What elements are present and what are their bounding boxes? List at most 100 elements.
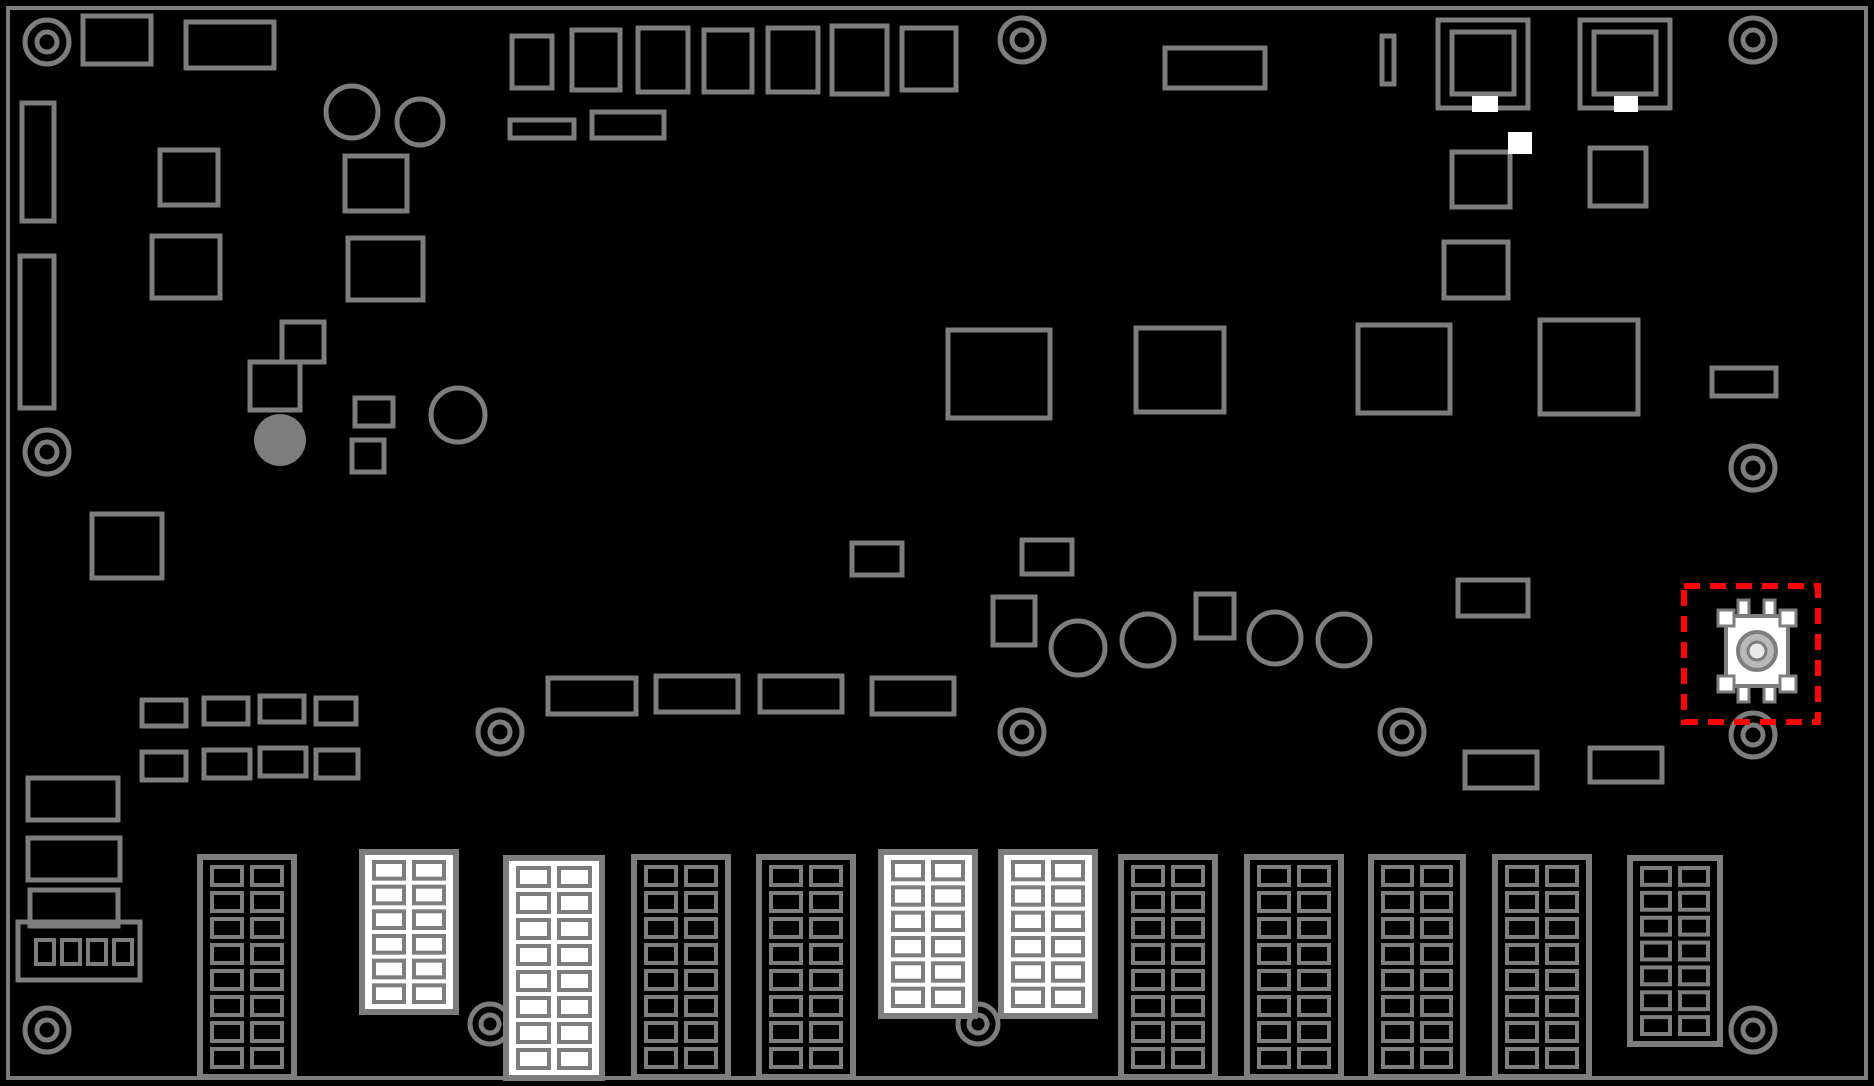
header-pin bbox=[1678, 990, 1710, 1012]
header-pin bbox=[1297, 1047, 1331, 1069]
round-component-filled bbox=[254, 414, 306, 466]
mounting-hole-inner bbox=[1740, 1017, 1766, 1043]
smd-component bbox=[25, 775, 121, 823]
header-pin bbox=[684, 995, 718, 1017]
smd-component bbox=[545, 675, 639, 717]
pin-header-connector bbox=[197, 854, 297, 1080]
header-pin bbox=[516, 918, 551, 940]
header-pin bbox=[1051, 961, 1085, 983]
header-pin bbox=[1257, 917, 1291, 939]
smd-component bbox=[1587, 145, 1649, 209]
header-pin bbox=[644, 891, 678, 913]
header-pin bbox=[1257, 865, 1291, 887]
header-pin bbox=[1297, 891, 1331, 913]
smd-component bbox=[279, 319, 327, 365]
switch-leg bbox=[1762, 598, 1777, 618]
header-pin bbox=[1297, 995, 1331, 1017]
header-pin bbox=[557, 918, 592, 940]
round-component bbox=[1048, 618, 1108, 678]
header-pin bbox=[644, 917, 678, 939]
header-pin bbox=[372, 983, 406, 1004]
header-pin bbox=[210, 1047, 244, 1069]
header-pin bbox=[1505, 1021, 1539, 1043]
header-pin bbox=[1171, 943, 1205, 965]
header-pin bbox=[1051, 936, 1085, 958]
header-pin bbox=[557, 1048, 592, 1070]
socket-inner bbox=[1449, 29, 1517, 97]
header-pin bbox=[1545, 1021, 1579, 1043]
switch-leg bbox=[1736, 684, 1751, 704]
header-pin bbox=[809, 865, 843, 887]
header-pin bbox=[516, 892, 551, 914]
header-pin bbox=[1545, 1047, 1579, 1069]
left-edge-connector bbox=[15, 919, 143, 983]
smd-component bbox=[247, 359, 303, 413]
mounting-hole bbox=[475, 707, 525, 757]
header-pin bbox=[1171, 917, 1205, 939]
header-pin bbox=[644, 943, 678, 965]
header-pin bbox=[1131, 969, 1165, 991]
header-pin bbox=[1257, 891, 1291, 913]
header-pin bbox=[769, 1021, 803, 1043]
switch-pad bbox=[1716, 608, 1736, 628]
smd-component bbox=[1355, 322, 1453, 416]
header-pin bbox=[1420, 969, 1453, 991]
header-pin bbox=[1381, 1021, 1414, 1043]
header-pin bbox=[809, 995, 843, 1017]
mounting-hole bbox=[22, 1005, 72, 1055]
header-pin bbox=[210, 917, 244, 939]
switch-pad bbox=[1716, 674, 1736, 694]
header-pin bbox=[684, 891, 718, 913]
switch-leg bbox=[1762, 684, 1777, 704]
header-pin bbox=[372, 909, 406, 930]
header-pin bbox=[412, 884, 446, 906]
round-component bbox=[323, 83, 381, 141]
highlight-box bbox=[1681, 583, 1821, 725]
header-pin bbox=[372, 884, 406, 906]
header-pin bbox=[516, 970, 551, 992]
smd-component bbox=[89, 511, 165, 581]
header-pin bbox=[412, 934, 446, 955]
mounting-hole-inner bbox=[487, 719, 513, 745]
header-pin bbox=[1381, 969, 1414, 991]
smd-component bbox=[80, 13, 154, 67]
header-pin bbox=[516, 1048, 551, 1070]
header-pin bbox=[250, 1047, 284, 1069]
smd-component bbox=[1462, 749, 1540, 791]
pin-header-connector bbox=[631, 854, 731, 1080]
smd-component bbox=[1193, 591, 1237, 641]
header-pin bbox=[210, 1021, 244, 1043]
header-pin bbox=[1420, 891, 1453, 913]
header-pin bbox=[1505, 969, 1539, 991]
header-pin bbox=[769, 917, 803, 939]
pin-header-connector bbox=[1368, 854, 1466, 1080]
header-pin bbox=[1051, 910, 1085, 933]
pin-header-connector-white bbox=[503, 855, 605, 1081]
round-component bbox=[394, 96, 446, 148]
smd-component bbox=[829, 23, 890, 97]
connector-pin bbox=[60, 938, 82, 966]
mounting-hole-inner bbox=[34, 1017, 60, 1043]
header-pin bbox=[250, 943, 284, 965]
header-pin bbox=[931, 910, 965, 933]
header-pin bbox=[412, 958, 446, 980]
header-pin bbox=[1131, 943, 1165, 965]
smd-component bbox=[990, 594, 1038, 648]
switch-leg bbox=[1736, 598, 1751, 618]
header-pin bbox=[1545, 969, 1579, 991]
smd-component bbox=[653, 673, 741, 715]
smd-component bbox=[139, 697, 189, 729]
header-pin bbox=[644, 1047, 678, 1069]
header-pin bbox=[1545, 995, 1579, 1017]
header-pin bbox=[1381, 943, 1414, 965]
smd-component bbox=[183, 19, 277, 71]
header-pin bbox=[1640, 866, 1672, 887]
header-pin bbox=[1131, 891, 1165, 913]
header-pin bbox=[1678, 866, 1710, 887]
header-pin bbox=[210, 969, 244, 991]
header-pin bbox=[557, 996, 592, 1018]
smd-component bbox=[352, 395, 396, 429]
header-pin bbox=[809, 1047, 843, 1069]
mounting-hole-inner bbox=[1389, 719, 1415, 745]
switch-pad bbox=[1778, 608, 1798, 628]
